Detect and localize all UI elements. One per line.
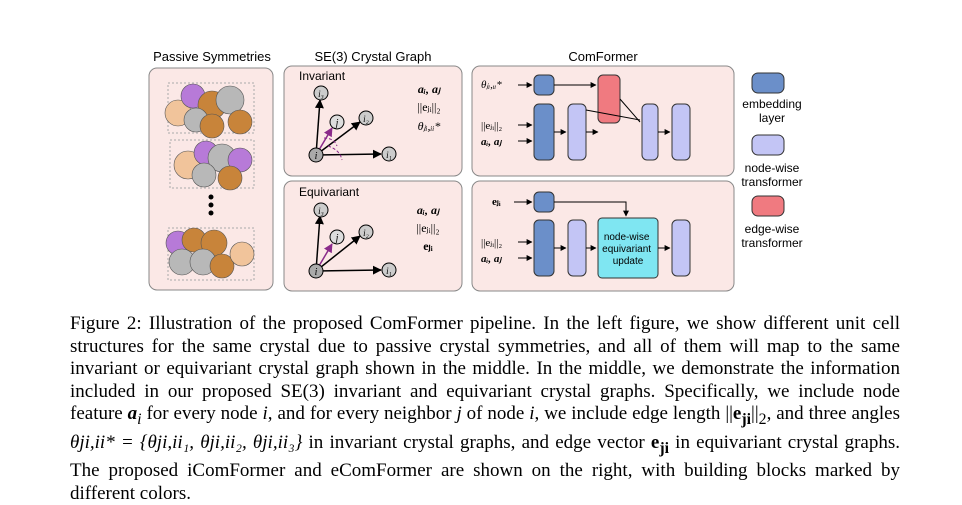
bottom-embed-tall <box>533 219 555 277</box>
pipeline-figure: Passive Symmetries SE(3) Crystal Graph C… <box>148 49 803 292</box>
crystal-cell-3 <box>165 227 255 281</box>
svg-text:i: i <box>315 151 318 162</box>
top-node-transformer-2 <box>641 103 659 161</box>
svg-text:i₂: i₂ <box>363 114 369 124</box>
top-embed-small <box>533 74 555 96</box>
node-i3 <box>313 85 329 101</box>
bottom-input-e: eⱼᵢ <box>492 196 501 208</box>
eq-feature-3: eⱼᵢ <box>423 239 433 253</box>
inv-feature-1: aᵢ, aⱼ <box>418 82 441 96</box>
bottom-node-transformer-2 <box>671 219 691 277</box>
bottom-embed-small <box>533 191 555 213</box>
comformer-title: ComFormer <box>568 49 638 64</box>
invariant-label: Invariant <box>299 69 346 83</box>
graph-title: SE(3) Crystal Graph <box>314 49 431 64</box>
figure-caption: Figure 2: Illustration of the proposed C… <box>70 313 901 504</box>
equivariant-panel <box>283 180 463 292</box>
top-embed-tall <box>533 103 555 161</box>
legend-swatch-node <box>751 134 785 156</box>
svg-text:j: j <box>334 233 339 244</box>
svg-text:i: i <box>315 267 318 278</box>
legend-swatch-embedding <box>751 72 785 94</box>
theta-expression: θji,ii* = {θji,ii₁, θji,ii₂, θji,ii₃} <box>70 431 303 453</box>
svg-text:i₁: i₁ <box>386 266 392 276</box>
invariant-graph: i j i₃ i₂ i₁ <box>308 85 397 163</box>
svg-text:i₃: i₃ <box>318 206 324 216</box>
svg-text:i₃: i₃ <box>318 89 324 99</box>
node-j <box>329 114 345 130</box>
bottom-input-a: aᵢ, aⱼ <box>481 253 502 265</box>
eq-feature-2: ||eⱼᵢ||₂ <box>416 221 439 235</box>
crystal-cell-2 <box>169 139 255 191</box>
passive-title: Passive Symmetries <box>153 49 271 64</box>
top-input-theta: θⱼᵢ,ᵢᵢ* <box>481 79 502 91</box>
top-node-transformer-1 <box>567 103 587 161</box>
inv-feature-2: ||eⱼᵢ||₂ <box>417 100 440 114</box>
legend-swatch-edge <box>751 195 785 217</box>
equivariant-update-label: node-wise equivariant update <box>602 232 654 267</box>
svg-text:i₂: i₂ <box>363 228 369 238</box>
top-input-a: aᵢ, aⱼ <box>481 136 502 148</box>
equivariant-label: Equivariant <box>299 185 360 199</box>
node-i2 <box>358 110 374 126</box>
top-node-transformer-3 <box>671 103 691 161</box>
ellipsis-dots <box>208 194 214 216</box>
equivariant-graph: i j i₃ i₂ i₁ <box>308 202 397 279</box>
node-i <box>308 147 324 163</box>
node-i1 <box>381 146 397 162</box>
bottom-node-transformer-1 <box>567 219 587 277</box>
svg-text:i₁: i₁ <box>386 150 392 160</box>
svg-text:j: j <box>334 118 339 129</box>
crystal-cell-1 <box>164 82 255 139</box>
caption-label: Figure 2: <box>70 313 142 334</box>
bottom-input-len: ||eⱼᵢ||₂ <box>481 237 502 249</box>
invariant-panel <box>283 65 463 177</box>
eq-feature-1: aᵢ, aⱼ <box>417 203 440 217</box>
top-input-len: ||eⱼᵢ||₂ <box>481 120 502 132</box>
inv-feature-3: θⱼᵢ,ᵢᵢ* <box>418 119 441 133</box>
